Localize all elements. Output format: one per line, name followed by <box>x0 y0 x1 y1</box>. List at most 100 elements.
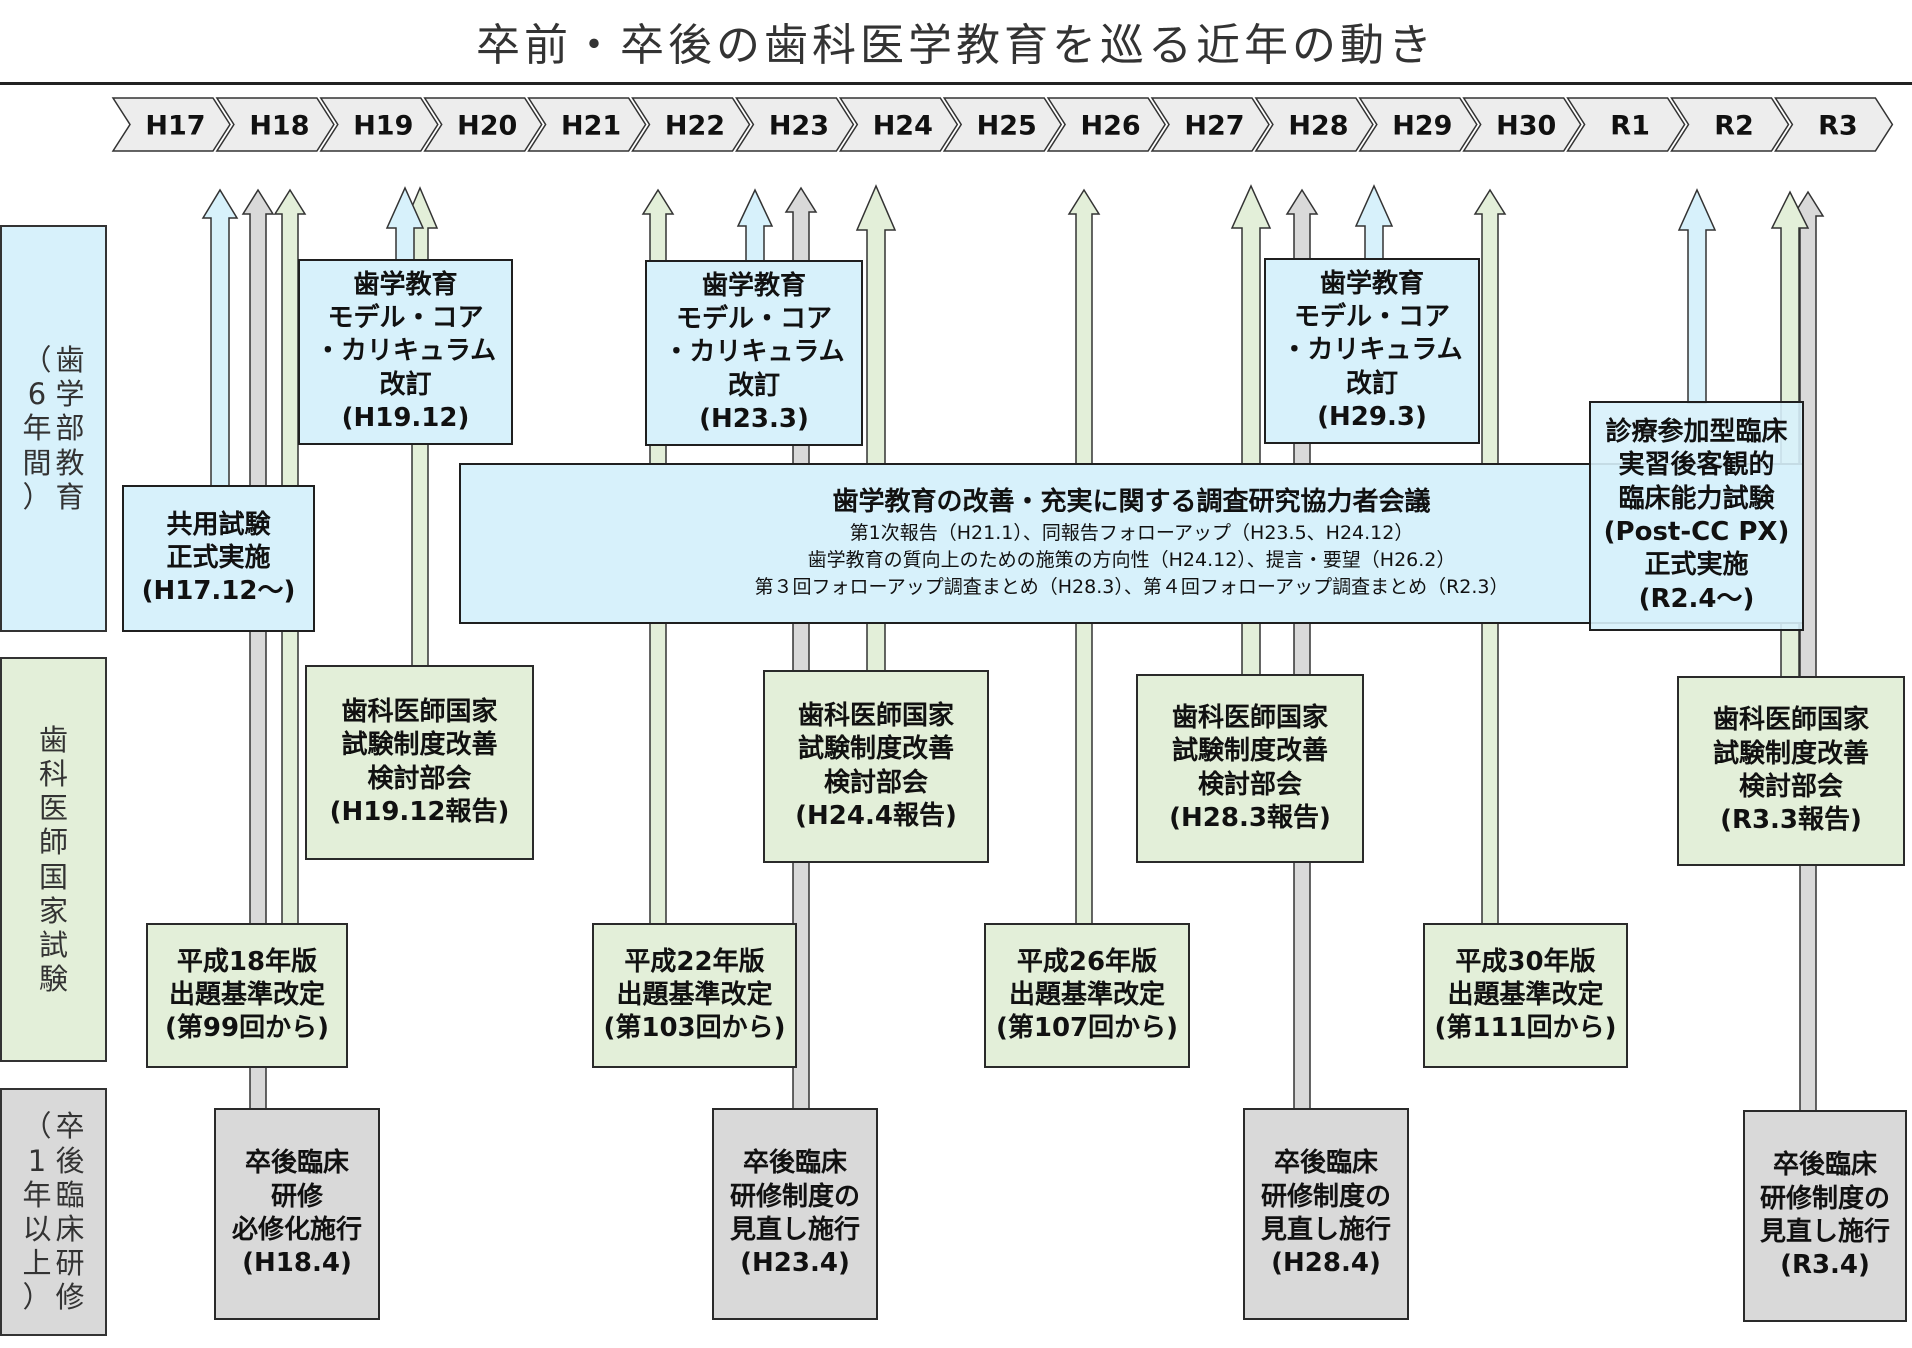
arrow-postcc <box>1677 188 1717 404</box>
diagram-title: 卒前・卒後の歯科医学教育を巡る近年の動き <box>0 0 1912 85</box>
box-research-council: 歯学教育の改善・充実に関する調査研究協力者会議 第1次報告（H21.1）、同報告… <box>459 463 1804 624</box>
year-label-H19: H19 <box>353 111 413 142</box>
box-training-h23-line-3: 見直し施行 <box>729 1215 860 1245</box>
box-training-h23-line-4: (H23.4) <box>740 1248 850 1279</box>
box-kyoyo-exam-line-1: 共用試験 <box>166 509 271 540</box>
box-training-r3-line-3: 見直し施行 <box>1759 1217 1890 1247</box>
box-training-h28-line-1: 卒後臨床 <box>1273 1148 1378 1179</box>
arrow-core-h23 <box>736 188 774 263</box>
year-label-H25: H25 <box>977 111 1037 142</box>
council-line-3: 第３回フォローアップ調査まとめ（H28.3）、第４回フォローアップ調査まとめ（R… <box>754 575 1509 598</box>
year-label-H20: H20 <box>457 111 517 142</box>
council-line-2: 歯学教育の質向上のための施策の方向性（H24.12）、提言・要望（H26.2） <box>807 548 1456 571</box>
box-exam-criteria-h18-line-3: (第99回から) <box>165 1013 329 1044</box>
box-core-curriculum-h23-line-5: (H23.3) <box>699 403 809 434</box>
year-chevron-R1 <box>1566 97 1686 152</box>
box-exam-review-h19-line-3: 検討部会 <box>367 763 472 794</box>
box-training-r3-line-1: 卒後臨床 <box>1772 1150 1877 1181</box>
row-label-exam-main: 歯科医師国家試験 <box>38 722 68 997</box>
box-training-h18-line-3: 必修化施行 <box>231 1215 362 1245</box>
box-exam-review-r3-line-2: 試験制度改善 <box>1712 738 1869 769</box>
box-training-h23: 卒後臨床研修制度の見直し施行(H23.4) <box>712 1108 878 1320</box>
year-chevron-H20 <box>423 97 543 152</box>
box-training-h23-line-2: 研修制度の <box>729 1181 860 1212</box>
year-chevron-H19 <box>319 97 439 152</box>
box-exam-criteria-h26-line-3: (第107回から) <box>995 1013 1179 1044</box>
box-exam-criteria-h26-line-1: 平成26年版 <box>1016 946 1158 977</box>
box-exam-review-r3-line-4: (R3.3報告) <box>1720 805 1862 836</box>
box-exam-criteria-h22-line-1: 平成22年版 <box>624 946 765 977</box>
box-kyoyo-exam-line-2: 正式実施 <box>166 542 271 573</box>
box-exam-review-h19: 歯科医師国家試験制度改善検討部会(H19.12報告) <box>305 665 534 860</box>
row-label-undergrad-main: 歯学部教育 <box>55 342 85 514</box>
year-label-H21: H21 <box>561 111 621 142</box>
year-label-H17: H17 <box>145 111 205 142</box>
year-chevron-R2 <box>1670 97 1790 152</box>
box-exam-review-h19-line-4: (H19.12報告) <box>329 796 510 827</box>
box-core-curriculum-h19-line-1: 歯学教育 <box>353 269 458 300</box>
box-core-curriculum-h19: 歯学教育モデル・コア・カリキュラム改訂(H19.12) <box>298 259 513 445</box>
box-exam-criteria-h22-line-3: (第103回から) <box>603 1013 786 1044</box>
box-exam-review-h24-line-1: 歯科医師国家 <box>797 700 954 731</box>
year-chevron-H17 <box>111 97 231 152</box>
box-post-cc-px: 診療参加型臨床実習後客観的臨床能力試験(Post-CC PX)正式実施(R2.4… <box>1589 401 1804 631</box>
year-label-H23: H23 <box>769 111 829 142</box>
box-training-h28-line-3: 見直し施行 <box>1260 1215 1391 1245</box>
year-label-H29: H29 <box>1392 111 1452 142</box>
year-label-R3: R3 <box>1818 111 1858 142</box>
year-chevron-H27 <box>1150 97 1270 152</box>
year-label-H30: H30 <box>1496 111 1556 142</box>
box-post-cc-px-line-1: 診療参加型臨床 <box>1605 417 1788 448</box>
box-core-curriculum-h29-line-2: モデル・コア <box>1293 302 1450 333</box>
box-training-h18-line-2: 研修 <box>270 1181 323 1212</box>
year-label-H27: H27 <box>1184 111 1244 142</box>
box-training-r3-line-4: (R3.4) <box>1780 1250 1870 1281</box>
box-exam-criteria-h26: 平成26年版出題基準改定(第107回から) <box>984 923 1190 1068</box>
box-exam-review-h19-line-1: 歯科医師国家 <box>341 696 498 727</box>
year-chevron-H29 <box>1358 97 1478 152</box>
box-core-curriculum-h19-line-3: ・カリキュラム <box>314 336 497 367</box>
year-chevron-H28 <box>1254 97 1374 152</box>
box-kyoyo-exam: 共用試験正式実施(H17.12～) <box>122 485 315 632</box>
box-exam-review-h24-line-2: 試験制度改善 <box>797 734 954 765</box>
box-core-curriculum-h19-line-4: 改訂 <box>379 369 432 400</box>
box-training-r3: 卒後臨床研修制度の見直し施行(R3.4) <box>1743 1110 1907 1322</box>
year-chevron-H25 <box>942 97 1063 152</box>
box-post-cc-px-line-5: 正式実施 <box>1644 550 1749 581</box>
box-training-h18: 卒後臨床研修必修化施行(H18.4) <box>214 1108 380 1320</box>
box-core-curriculum-h23: 歯学教育モデル・コア・カリキュラム改訂(H23.3) <box>645 260 863 446</box>
box-exam-criteria-h30-line-3: (第111回から) <box>1434 1013 1617 1044</box>
box-exam-review-h28-line-2: 試験制度改善 <box>1171 736 1328 767</box>
arrow-core-h29 <box>1354 184 1394 261</box>
box-training-h28-line-4: (H28.4) <box>1271 1248 1381 1279</box>
box-kyoyo-exam-line-3: (H17.12～) <box>141 576 296 607</box>
year-chevron-H23 <box>735 97 855 152</box>
box-post-cc-px-line-6: (R2.4～) <box>1638 583 1755 614</box>
box-exam-review-r3-line-3: 検討部会 <box>1738 772 1843 802</box>
box-exam-review-r3: 歯科医師国家試験制度改善検討部会(R3.3報告) <box>1677 676 1905 866</box>
box-core-curriculum-h29-line-5: (H29.3) <box>1317 401 1427 432</box>
box-exam-criteria-h18: 平成18年版出題基準改定(第99回から) <box>146 923 348 1068</box>
box-training-r3-line-2: 研修制度の <box>1759 1183 1890 1214</box>
box-exam-review-r3-line-1: 歯科医師国家 <box>1712 705 1869 736</box>
box-training-h18-line-1: 卒後臨床 <box>244 1148 349 1179</box>
box-core-curriculum-h29-line-1: 歯学教育 <box>1319 268 1424 299</box>
box-exam-criteria-h30-line-1: 平成30年版 <box>1455 946 1596 977</box>
box-training-h28-line-2: 研修制度の <box>1260 1181 1391 1212</box>
box-core-curriculum-h23-line-4: 改訂 <box>727 370 780 401</box>
box-core-curriculum-h23-line-2: モデル・コア <box>675 304 832 335</box>
box-exam-review-h28: 歯科医師国家試験制度改善検討部会(H28.3報告) <box>1136 674 1364 863</box>
box-exam-criteria-h22: 平成22年版出題基準改定(第103回から) <box>592 923 797 1068</box>
box-exam-criteria-h26-line-2: 出題基準改定 <box>1008 979 1165 1010</box>
year-label-R1: R1 <box>1610 111 1650 142</box>
year-label-R2: R2 <box>1714 111 1754 142</box>
year-label-H26: H26 <box>1081 111 1141 142</box>
box-exam-review-h28-line-4: (H28.3報告) <box>1169 802 1331 833</box>
year-label-H24: H24 <box>873 111 933 142</box>
box-post-cc-px-line-2: 実習後客観的 <box>1618 450 1775 481</box>
year-label-H18: H18 <box>249 111 309 142</box>
